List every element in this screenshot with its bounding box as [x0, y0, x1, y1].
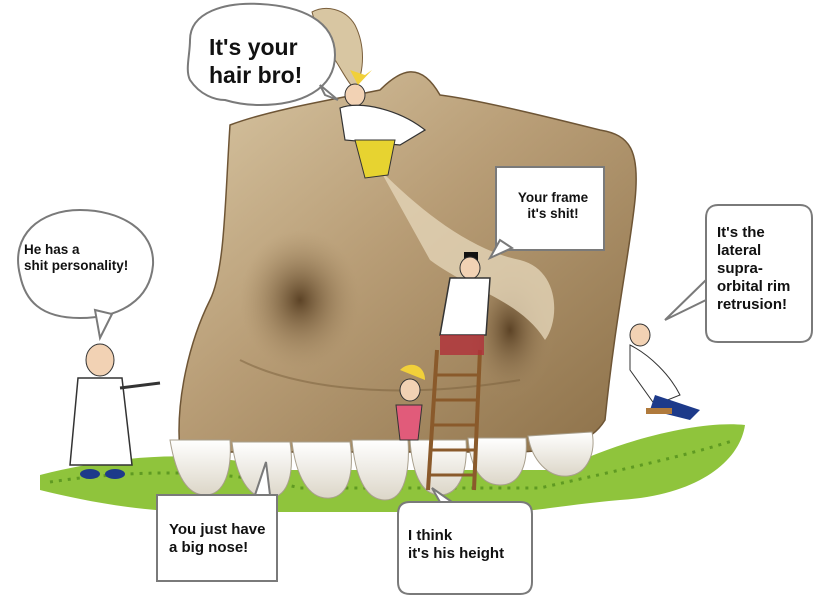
bubble-text-rim: It's the lateral supra- orbital rim retr…	[717, 224, 790, 314]
bubble-line: I think	[408, 527, 453, 544]
bubble-text-hair: It's your hair bro!	[209, 34, 302, 89]
doctor-on-ladder-figure	[439, 252, 491, 355]
speech-bubble-height	[397, 487, 533, 595]
bubble-line: supra-	[717, 260, 763, 277]
speech-bubble-nose	[156, 461, 278, 582]
bubble-line: orbital rim	[717, 278, 791, 295]
speech-bubble-hair	[186, 2, 339, 107]
bubble-line: it's his height	[408, 545, 505, 563]
bubble-line: You just have	[169, 521, 266, 538]
bubble-line: a big nose!	[169, 539, 249, 557]
speech-bubble-personality	[17, 208, 155, 342]
speech-bubble-frame	[487, 166, 605, 261]
bubble-line: hair bro!	[209, 61, 303, 88]
bubble-line: It's the	[717, 224, 765, 241]
speech-bubble-rim	[664, 204, 813, 343]
bubble-text-nose: You just have a big nose!	[169, 521, 265, 558]
bubble-line: It's your	[209, 34, 298, 60]
bubble-text-personality: He has a shit personality!	[24, 242, 128, 275]
bubble-line: lateral	[717, 242, 762, 259]
bubble-text-frame: Your frame it's shit!	[513, 190, 593, 223]
ladder-illustration	[426, 349, 482, 491]
doctor-kneeling-figure	[629, 323, 700, 420]
bubble-line: shit personality!	[24, 258, 129, 274]
teeth-row	[169, 431, 594, 501]
bubble-line: He has a	[24, 242, 80, 257]
doctor-on-nose-figure	[339, 70, 427, 179]
bubble-line: Your frame	[517, 190, 589, 205]
girl-figure	[395, 364, 425, 441]
bubble-line: it's shit!	[527, 206, 579, 222]
doctor-pointing-figure	[69, 343, 161, 479]
bubble-line: retrusion!	[717, 296, 788, 313]
bubble-text-height: I think it's his height	[408, 527, 504, 564]
